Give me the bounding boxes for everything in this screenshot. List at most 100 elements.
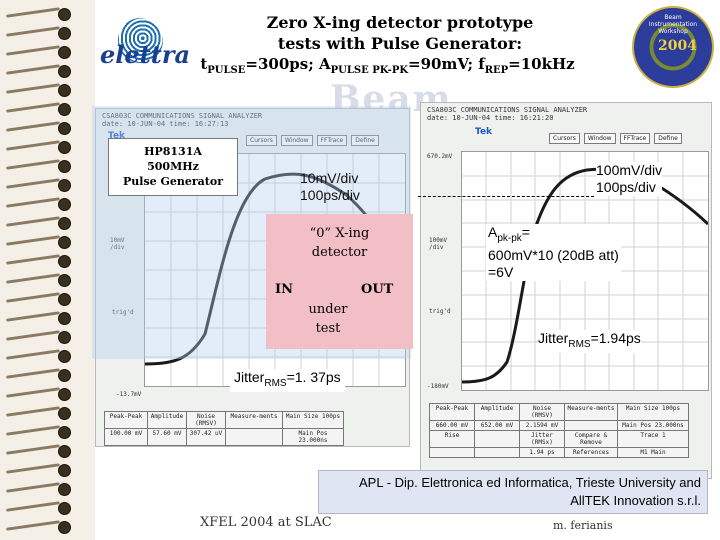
measurement-cell: 2.1594 mV <box>520 421 564 430</box>
left-scale-annotation: 10mV/div 100ps/div <box>300 170 360 204</box>
define-button[interactable]: Define <box>351 135 379 146</box>
left-time-div: 100ps/div <box>300 187 360 203</box>
ring-hole <box>58 103 71 116</box>
ring-hole <box>58 521 71 534</box>
scope-screenshot-right: CSA803C COMMUNICATIONS SIGNAL ANALYZER d… <box>420 102 712 479</box>
ring-wire <box>6 83 60 94</box>
ring-wire <box>6 387 60 398</box>
top-level-label: 670.2mV <box>427 153 453 160</box>
logo-wordmark: elettra <box>100 40 191 69</box>
spiral-ring <box>6 330 76 344</box>
cursors-button[interactable]: Cursors <box>246 135 277 146</box>
measurement-cell[interactable] <box>565 421 617 430</box>
title-sub: REP <box>484 65 509 76</box>
measurement-cell[interactable]: References <box>565 448 617 457</box>
cursors-button[interactable]: Cursors <box>549 133 580 144</box>
measurement-cell[interactable] <box>226 429 282 445</box>
ring-hole <box>58 312 71 325</box>
measurement-cell[interactable]: Trace 1 <box>618 431 688 447</box>
trig-label: trig'd <box>429 308 451 315</box>
title-line-2: tests with Pulse Generator: <box>277 34 523 53</box>
window-button[interactable]: Window <box>280 135 313 146</box>
title-sub: PULSE <box>207 65 246 76</box>
workshop-logo: Beam Instrumentation Workshop 2004 <box>632 6 714 88</box>
amplitude-line2: 600mV*10 (20dB att) <box>488 246 619 263</box>
ring-hole <box>58 236 71 249</box>
spiral-ring <box>6 273 76 287</box>
fftrace-button[interactable]: FFTrace <box>619 133 651 144</box>
conference-label: XFEL 2004 at SLAC <box>200 515 332 530</box>
spiral-ring <box>6 121 76 135</box>
amplitude-annotation: Apk-pk= 600mV*10 (20dB att) =6V <box>486 224 621 281</box>
measurement-cell[interactable]: M1 Main <box>618 448 688 457</box>
amplitude-line3: =6V <box>488 263 514 280</box>
measurement-cell: 660.00 mV <box>430 421 474 430</box>
scope-header: CSA803C COMMUNICATIONS SIGNAL ANALYZER <box>102 112 263 120</box>
measurement-cell[interactable]: Compare & Remove <box>226 446 282 447</box>
scope-date: date: 10-JUN-04 time: 16:21:20 <box>427 114 554 122</box>
measurement-cell: 57.60 mV <box>148 429 186 445</box>
ring-wire <box>6 216 60 227</box>
ring-wire <box>6 368 60 379</box>
ring-wire <box>6 102 60 113</box>
measurement-cell[interactable]: Main Pos 23.000ns <box>618 421 688 430</box>
spiral-ring <box>6 368 76 382</box>
ring-wire <box>6 235 60 246</box>
ring-hole <box>58 46 71 59</box>
ring-wire <box>6 482 60 493</box>
logo-swirl-icon <box>118 18 163 63</box>
spiral-ring <box>6 292 76 306</box>
measurement-cell[interactable]: Main Size 100ps <box>618 404 688 420</box>
measurement-cell[interactable]: Main Pos 23.000ns <box>283 429 343 445</box>
title-part: t <box>200 55 208 73</box>
ring-hole <box>58 388 71 401</box>
measurement-cell <box>475 431 519 447</box>
spiral-ring <box>6 216 76 230</box>
ring-hole <box>58 369 71 382</box>
scale-label: 100mV/div <box>429 237 448 251</box>
scope-buttons: Cursors Window FFTrace Define <box>549 133 682 144</box>
measurement-cell[interactable]: Measure-ments <box>565 404 617 420</box>
measurement-cell: 652.00 mV <box>475 421 519 430</box>
spiral-binding <box>0 0 95 540</box>
ring-wire <box>6 349 60 360</box>
detector-box: “0” X-ing detector IN OUT under test <box>266 214 413 349</box>
measurement-cell[interactable]: Measure-ments <box>226 412 282 428</box>
measurement-cell[interactable]: Trace 1 <box>283 446 343 447</box>
fftrace-button[interactable]: FFTrace <box>316 135 348 146</box>
spiral-ring <box>6 83 76 97</box>
amplitude-line1: Apk-pk= <box>488 224 530 244</box>
title-part: =90mV; f <box>408 55 485 73</box>
define-button[interactable]: Define <box>654 133 682 144</box>
measurement-cell[interactable]: Main Size 100ps <box>283 412 343 428</box>
ring-wire <box>6 425 60 436</box>
measurement-cell[interactable]: Compare & Remove <box>565 431 617 447</box>
left-volt-div: 10mV/div <box>300 170 359 186</box>
measurement-cell: 100.00 mV <box>105 429 147 445</box>
ring-wire <box>6 520 60 531</box>
spiral-ring <box>6 197 76 211</box>
ring-wire <box>6 7 60 18</box>
ring-wire <box>6 64 60 75</box>
ring-wire <box>6 26 60 37</box>
title-line-1: Zero X-ing detector prototype <box>266 13 534 32</box>
spiral-ring <box>6 7 76 21</box>
input-label: IN <box>275 282 293 297</box>
title-sub: PULSE PK-PK <box>330 65 409 76</box>
measurement-cell: Rise <box>105 446 147 447</box>
ring-wire <box>6 273 60 284</box>
scope-header: CSA803C COMMUNICATIONS SIGNAL ANALYZER <box>427 106 588 114</box>
ring-hole <box>58 217 71 230</box>
window-button[interactable]: Window <box>583 133 616 144</box>
output-label: OUT <box>361 282 394 297</box>
spiral-ring <box>6 501 76 515</box>
ring-hole <box>58 350 71 363</box>
measurement-cell: Noise (RMSV) <box>520 404 564 420</box>
offset-label: -180mV <box>427 383 449 390</box>
scope-buttons: Cursors Window FFTrace Define <box>246 135 379 146</box>
measurement-cell <box>430 448 474 457</box>
spiral-ring <box>6 349 76 363</box>
spiral-ring <box>6 178 76 192</box>
ring-hole <box>58 445 71 458</box>
